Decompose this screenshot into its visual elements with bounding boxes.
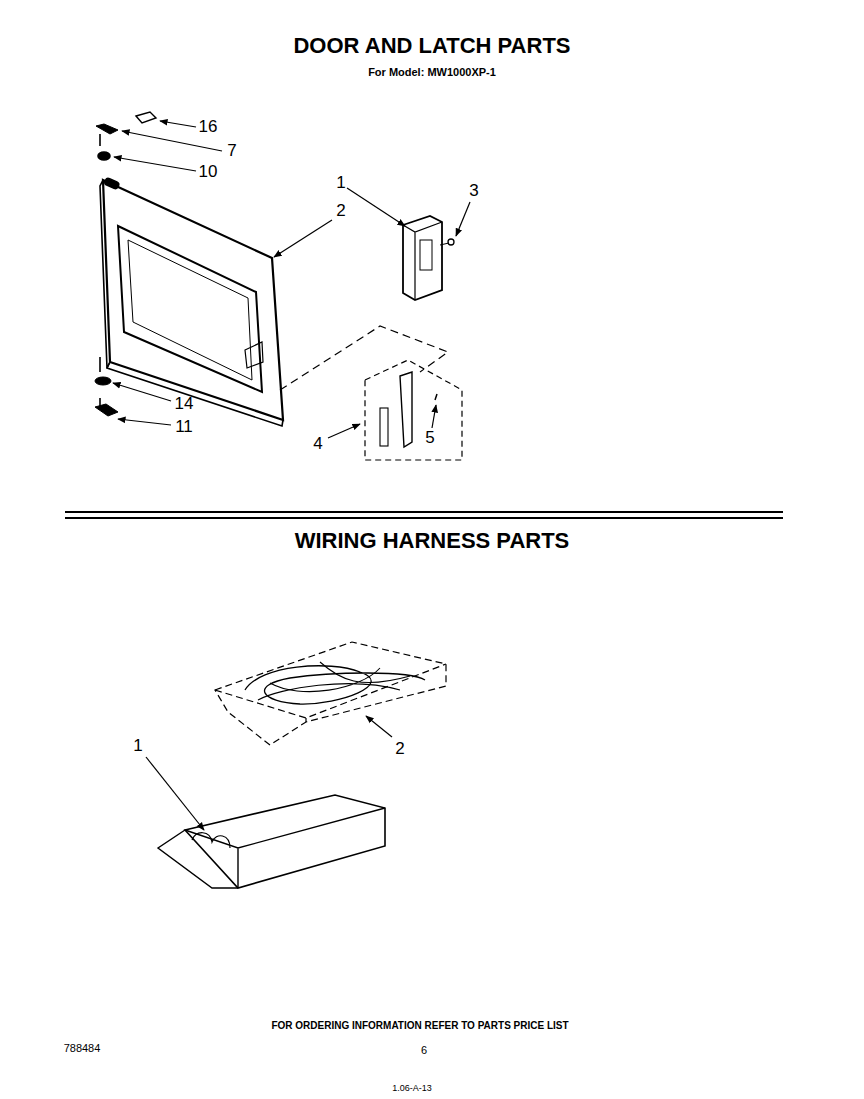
- revision-code: 1.06-A-13: [392, 1084, 432, 1094]
- model-subtitle: For Model: MW1000XP-1: [368, 66, 496, 78]
- footer-note: FOR ORDERING INFORMATION REFER TO PARTS …: [271, 1020, 568, 1031]
- callout-number: 10: [199, 163, 218, 182]
- callout-number: 11: [175, 418, 193, 437]
- callout-number: 2: [395, 740, 404, 759]
- callout-number: 1: [133, 737, 142, 756]
- callout-number: 14: [175, 395, 194, 414]
- page-number: 6: [421, 1044, 427, 1056]
- callout-number: 1: [336, 174, 345, 193]
- callout-number: 7: [227, 142, 236, 161]
- callout-number: 3: [469, 182, 478, 201]
- document-number: 788484: [64, 1042, 101, 1054]
- section-heading: WIRING HARNESS PARTS: [295, 529, 570, 553]
- callout-number: 4: [313, 435, 322, 454]
- callout-number: 16: [199, 118, 218, 137]
- callout-number: 2: [336, 202, 345, 221]
- callout-number: 5: [425, 429, 434, 448]
- diagram-title: DOOR AND LATCH PARTS: [293, 34, 570, 58]
